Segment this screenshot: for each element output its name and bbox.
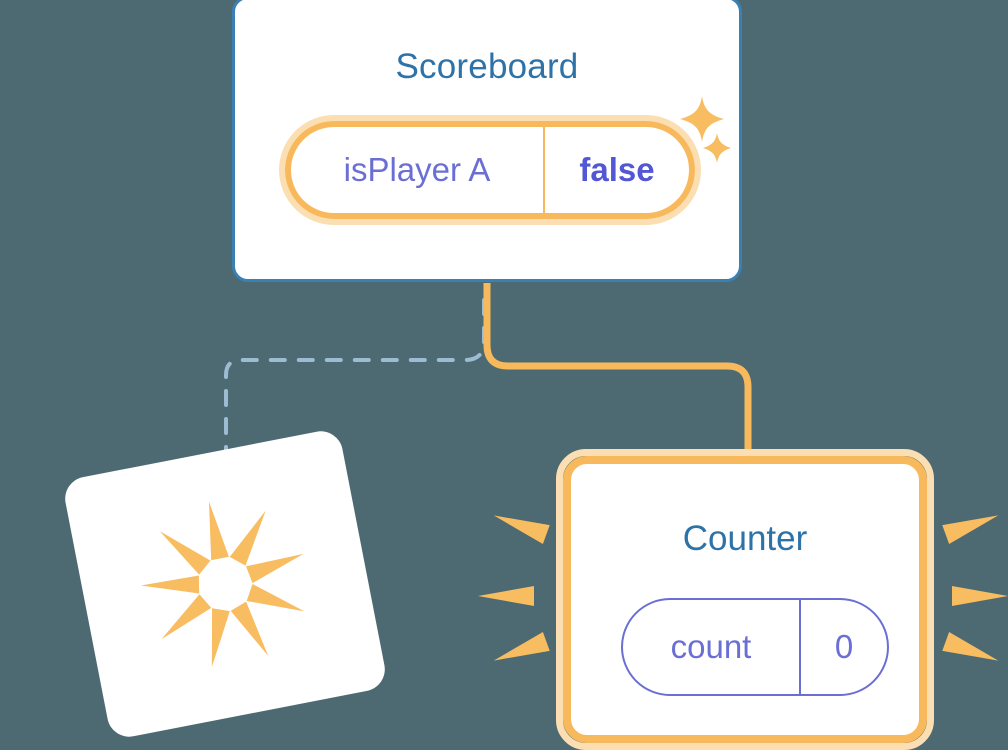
blank-card-surface [61,427,389,741]
counter-state-value: 0 [799,600,887,694]
counter-ray-left-middle [478,586,534,606]
scoreboard-card[interactable]: Scoreboard isPlayer A false [232,0,742,282]
counter-state-key: count [670,628,752,665]
scoreboard-state-key: isPlayer A [343,151,491,188]
counter-ray-left-top [490,506,550,544]
counter-state-pill[interactable]: count 0 [621,598,889,696]
scoreboard-state-pill[interactable]: isPlayer A false [279,115,701,225]
counter-ray-right-middle [952,586,1008,606]
counter-card[interactable]: Counter count 0 [556,449,934,750]
scoreboard-title: Scoreboard [395,47,579,86]
counter-card-surface: Counter count 0 [563,456,927,743]
scoreboard-state-value: false [543,127,689,213]
sparkle-small-icon [703,133,731,163]
counter-ray-right-bottom [942,632,1002,670]
scoreboard-state-pill-inner: isPlayer A false [285,121,695,219]
counter-ray-right-top [942,506,1002,544]
counter-title: Counter [682,519,808,558]
connector-solid-scoreboard-to-counter [483,283,752,466]
sparkle-large-icon [680,96,724,142]
counter-ray-left-bottom [490,632,550,670]
burst-ray [140,575,200,595]
blank-card[interactable] [61,427,389,741]
